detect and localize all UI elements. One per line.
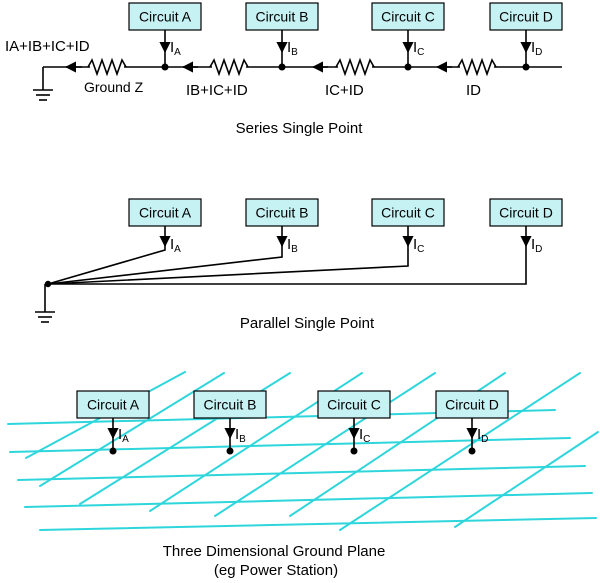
parallel-wire-a [47, 244, 166, 285]
parallel-wire-c [47, 244, 409, 285]
parallel-circuit-a: Circuit A [128, 198, 202, 227]
parallel-current-d: ID [531, 236, 542, 255]
series-circuit-a: Circuit A [128, 2, 202, 31]
junction-dot-icon [278, 63, 286, 71]
ground-plane-panel: Circuit A Circuit B Circuit C Circuit D … [7, 371, 599, 579]
circuit-d-label: Circuit D [445, 397, 499, 413]
circuit-d-label: Circuit D [499, 205, 553, 221]
resistor-icon [87, 57, 127, 77]
plane-current-a: IA [118, 426, 129, 445]
circuit-c-label: Circuit C [381, 205, 435, 221]
ground-z-label: Ground Z [84, 79, 144, 95]
series-single-point-panel: Circuit A Circuit B Circuit C Circuit D … [5, 2, 563, 137]
series-circuit-b: Circuit B [245, 2, 319, 31]
parallel-circuit-d: Circuit D [489, 198, 563, 227]
parallel-wire-d [48, 244, 527, 285]
parallel-current-c: IC [413, 236, 424, 255]
plane-caption-line2: (eg Power Station) [214, 562, 338, 579]
junction-dot-icon [522, 63, 530, 71]
junction-dot-icon [44, 280, 52, 288]
junction-dot-icon [350, 447, 358, 455]
series-current-d: ID [531, 39, 542, 58]
plane-current-b: IB [235, 426, 246, 445]
circuit-b-label: Circuit B [256, 9, 309, 25]
plane-caption-line1: Three Dimensional Ground Plane [163, 543, 386, 560]
ground-symbol-icon [33, 89, 53, 101]
circuit-d-label: Circuit D [499, 9, 553, 25]
current-cd-label: IC+ID [325, 82, 364, 99]
ground-symbol-icon [35, 311, 55, 323]
parallel-caption: Parallel Single Point [240, 315, 375, 332]
circuit-c-label: Circuit C [327, 397, 381, 413]
junction-dot-icon [468, 447, 476, 455]
circuit-a-label: Circuit A [139, 205, 192, 221]
junction-dot-icon [161, 63, 169, 71]
plane-circuit-a: Circuit A [76, 390, 150, 419]
series-circuit-d: Circuit D [489, 2, 563, 31]
circuit-c-label: Circuit C [381, 9, 435, 25]
series-current-a: IA [170, 39, 181, 58]
resistor-icon [335, 57, 375, 77]
circuit-a-label: Circuit A [87, 397, 140, 413]
plane-current-c: IC [359, 426, 370, 445]
total-current-label: IA+IB+IC+ID [5, 38, 90, 55]
parallel-current-b: IB [287, 236, 298, 255]
parallel-circuit-c: Circuit C [371, 198, 445, 227]
series-caption: Series Single Point [236, 120, 364, 137]
junction-dot-icon [226, 447, 234, 455]
junction-dot-icon [404, 63, 412, 71]
circuit-b-label: Circuit B [256, 205, 309, 221]
parallel-circuit-b: Circuit B [245, 198, 319, 227]
junction-dot-icon [109, 447, 117, 455]
series-current-c: IC [413, 39, 424, 58]
plane-circuit-b: Circuit B [193, 390, 267, 419]
circuit-b-label: Circuit B [204, 397, 257, 413]
plane-current-d: ID [477, 426, 488, 445]
parallel-single-point-panel: Circuit A Circuit B Circuit C Circuit D [35, 198, 563, 332]
current-bcd-label: IB+IC+ID [186, 82, 248, 99]
current-d-label: ID [466, 82, 481, 99]
parallel-current-a: IA [170, 236, 181, 255]
series-current-b: IB [287, 39, 298, 58]
circuit-a-label: Circuit A [139, 9, 192, 25]
parallel-wire-b [47, 244, 283, 285]
plane-circuit-c: Circuit C [317, 390, 391, 419]
resistor-icon [457, 57, 497, 77]
series-circuit-c: Circuit C [371, 2, 445, 31]
plane-circuit-d: Circuit D [435, 390, 509, 419]
resistor-icon [209, 57, 249, 77]
